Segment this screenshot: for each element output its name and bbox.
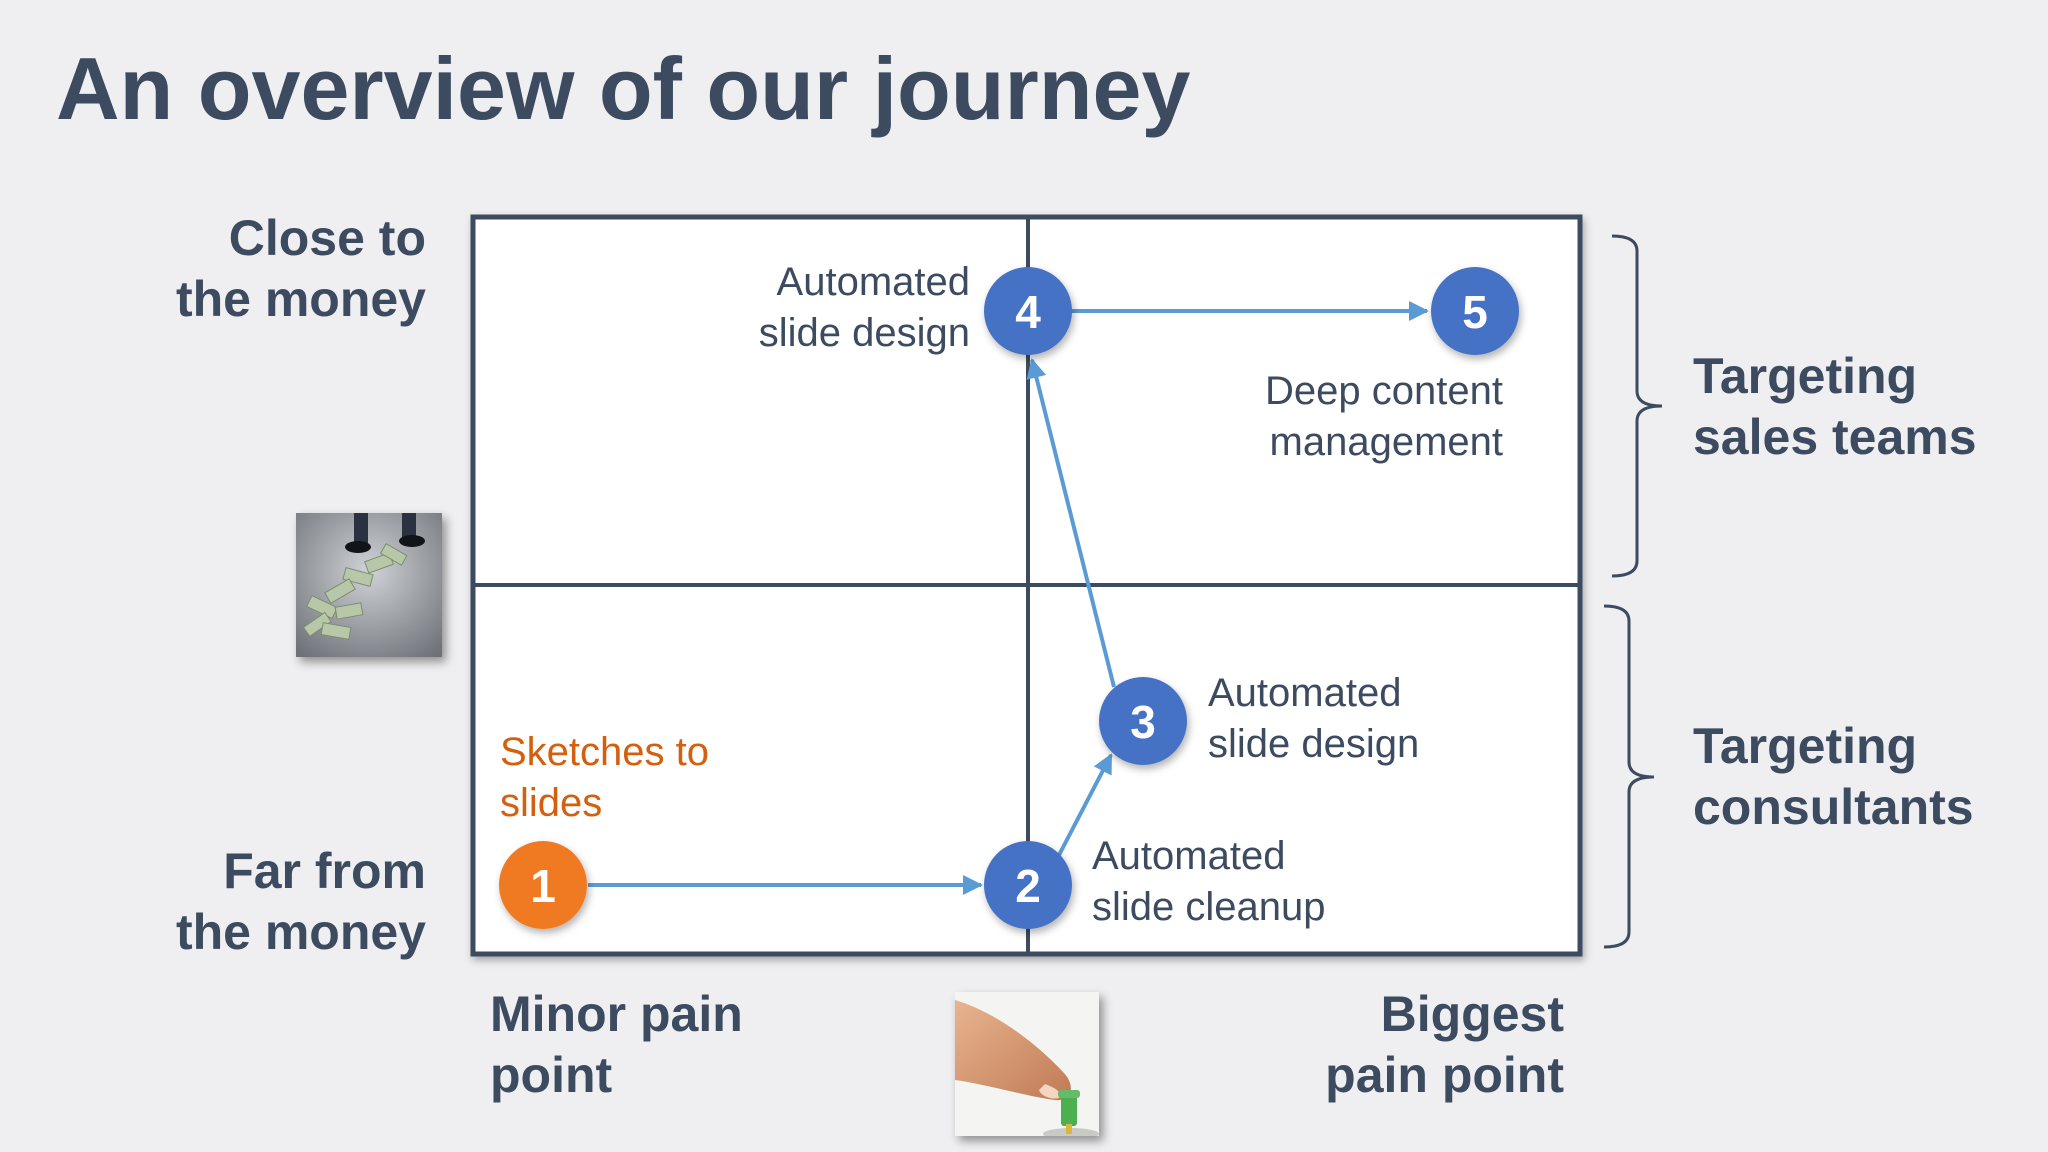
money-photo bbox=[296, 513, 442, 657]
bracket-bottom bbox=[1603, 604, 1655, 949]
node-5-circle bbox=[1431, 267, 1519, 355]
node-1-circle bbox=[499, 841, 587, 929]
node-5 bbox=[1431, 267, 1519, 355]
node-2-number: 2 bbox=[1015, 860, 1041, 912]
node-2-circle bbox=[984, 841, 1072, 929]
y-axis-bottom-label: Far from the money bbox=[175, 843, 426, 960]
node-2 bbox=[984, 841, 1072, 929]
node-5-number: 5 bbox=[1462, 286, 1488, 338]
node-3 bbox=[1099, 677, 1187, 765]
arrow-2-to-3 bbox=[1056, 753, 1113, 858]
pushpin-photo-graphic bbox=[955, 992, 1099, 1136]
slide-title: An overview of our journey bbox=[56, 39, 1191, 138]
node-4-circle bbox=[984, 267, 1072, 355]
bracket-top bbox=[1611, 234, 1663, 578]
node-1-number: 1 bbox=[530, 860, 556, 912]
node-5-caption: Deep content management bbox=[1265, 369, 1503, 464]
pushpin-photo bbox=[955, 992, 1099, 1136]
x-axis-left-label: Minor pain point bbox=[490, 986, 743, 1103]
node-3-number: 3 bbox=[1130, 696, 1156, 748]
money-photo-graphic bbox=[296, 513, 442, 657]
node-3-caption: Automated slide design bbox=[1208, 671, 1420, 766]
node-1 bbox=[499, 841, 587, 929]
x-axis-right-label: Biggest pain point bbox=[1325, 986, 1564, 1103]
node-4-number: 4 bbox=[1015, 286, 1041, 338]
bracket-bottom-label: Targeting consultants bbox=[1693, 718, 1974, 835]
node-3-circle bbox=[1099, 677, 1187, 765]
y-axis-top-label: Close to the money bbox=[175, 210, 426, 327]
node-4-caption: Automated slide design bbox=[758, 260, 970, 355]
bracket-top-label: Targeting sales teams bbox=[1693, 348, 1977, 465]
arrow-3-to-4 bbox=[1026, 358, 1116, 688]
node-1-caption: Sketches to slides bbox=[500, 730, 710, 825]
node-2-caption: Automated slide cleanup bbox=[1092, 834, 1326, 929]
node-4 bbox=[984, 267, 1072, 355]
